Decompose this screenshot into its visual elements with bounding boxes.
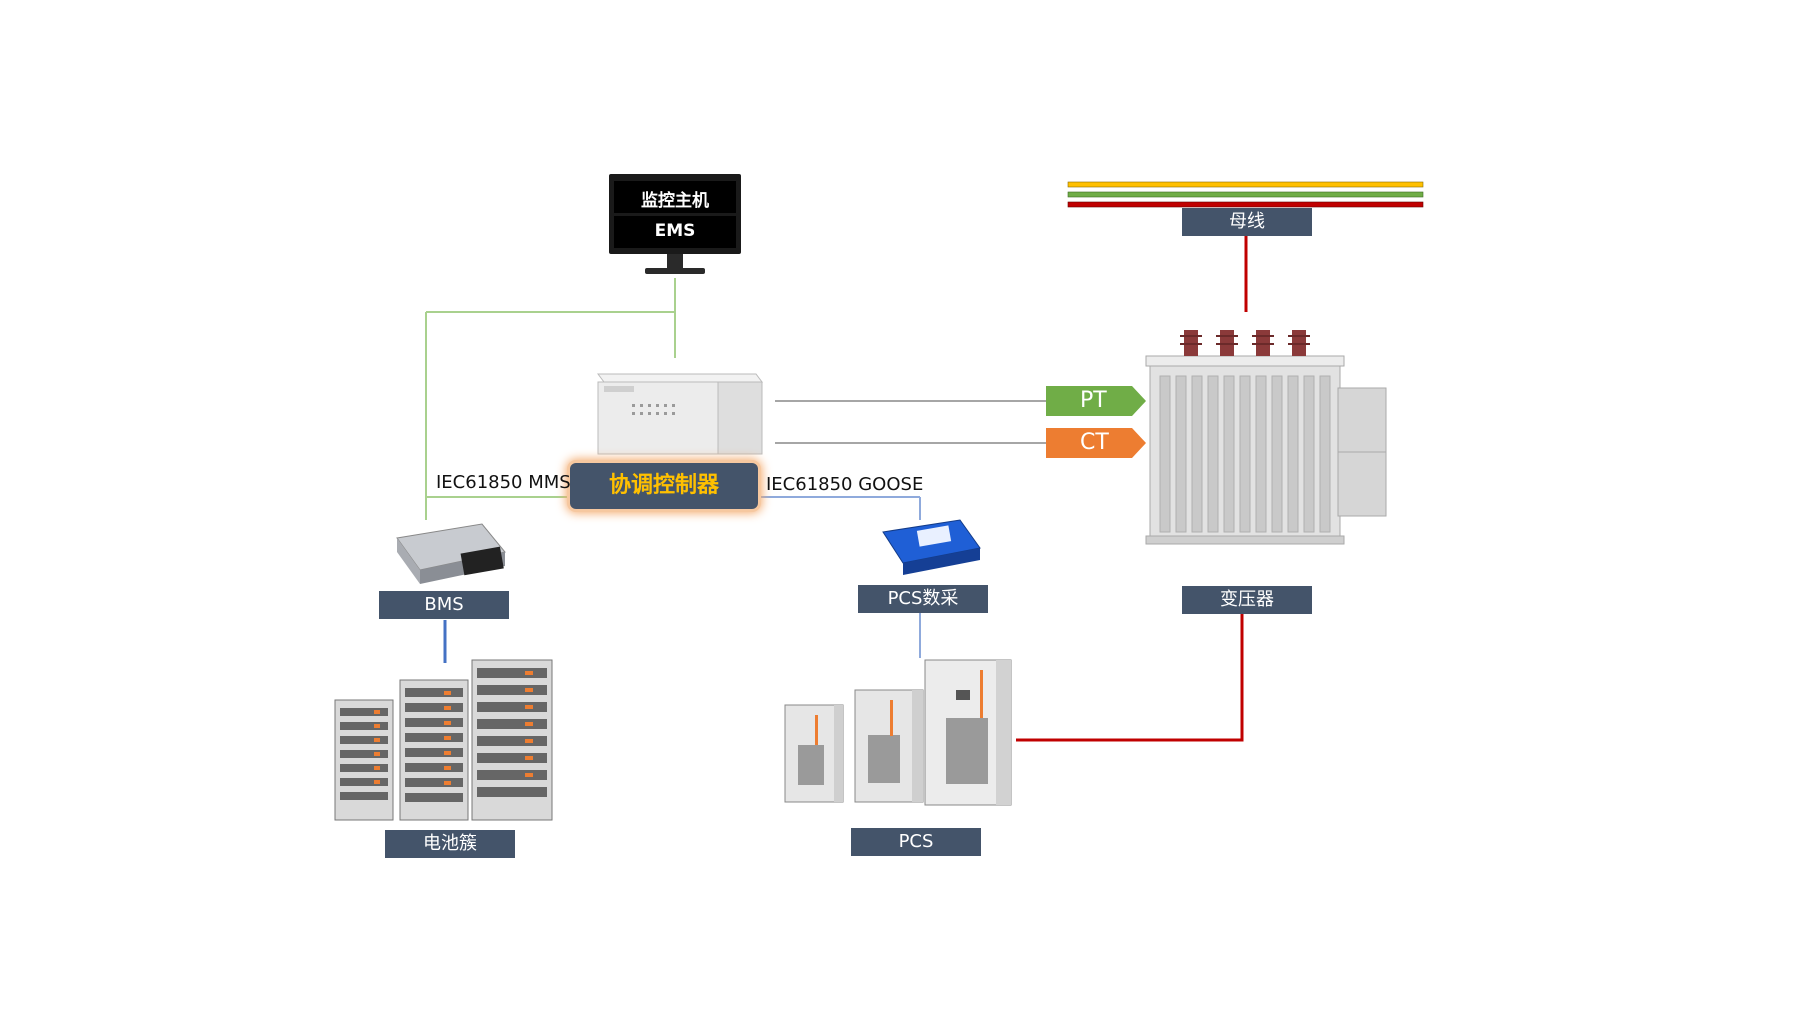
goose-link-lines bbox=[443, 496, 921, 663]
pcs-acquisition-label: PCS数采 bbox=[858, 585, 988, 613]
coordinating-controller-label: 协调控制器 bbox=[570, 463, 758, 509]
busbar-lines bbox=[1067, 181, 1424, 208]
bms-label: BMS bbox=[379, 591, 509, 619]
monitor-title: 监控主机 bbox=[641, 191, 709, 211]
controller-rack-image bbox=[597, 373, 763, 455]
busbar-label: 母线 bbox=[1182, 208, 1312, 236]
battery-cluster-image bbox=[334, 659, 553, 821]
power-lines bbox=[1016, 236, 1248, 742]
goose-protocol-label: IEC61850 GOOSE bbox=[766, 474, 924, 495]
pcs-cabinets-image bbox=[784, 659, 1012, 806]
bms-device-image bbox=[396, 523, 506, 584]
mms-protocol-label: IEC61850 MMS bbox=[436, 472, 571, 493]
transformer-image bbox=[1145, 330, 1387, 545]
battery-cluster-label: 电池簇 bbox=[385, 830, 515, 858]
pt-ct-lines bbox=[775, 400, 1046, 444]
ct-arrow: CT bbox=[1046, 428, 1146, 458]
ems-link-lines bbox=[425, 278, 676, 520]
transformer-label: 变压器 bbox=[1182, 586, 1312, 614]
pt-arrow: PT bbox=[1046, 386, 1146, 416]
monitor-subtitle: EMS bbox=[654, 221, 696, 241]
pcs-acquisition-image bbox=[882, 519, 981, 575]
pcs-label: PCS bbox=[851, 828, 981, 856]
ems-monitor-image bbox=[609, 174, 741, 274]
